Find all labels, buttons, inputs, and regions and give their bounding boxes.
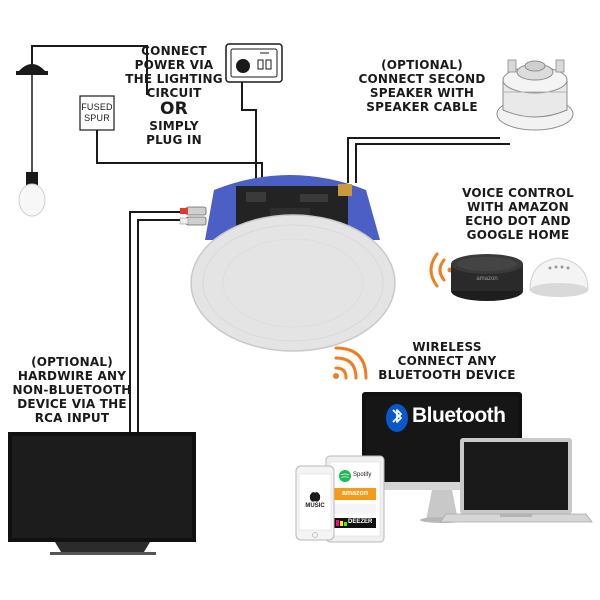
voice-line4: GOOGLE HOME [466,228,570,242]
voice-line1: VOICE CONTROL [462,186,574,200]
phone-music-text: MUSIC [305,503,325,509]
fused-spur-line2: SPUR [84,113,110,123]
echo-dot-icon [451,254,523,301]
wireless-label: WIRELESS CONNECT ANY BLUETOOTH DEVICE [372,340,522,382]
wiring [31,45,510,432]
google-home-icon [529,257,589,297]
rca-wire-1 [129,211,192,432]
bluetooth-wordmark: Bluetooth [412,404,506,427]
voice-line3: ECHO DOT AND [465,214,571,228]
wall-socket-icon [225,43,283,83]
wireless-line2: CONNECT ANY [397,354,497,368]
fused-spur-label: FUSED SPUR [80,102,114,124]
plug-wire [241,78,257,185]
second-speaker-label: (OPTIONAL) CONNECT SECOND SPEAKER WITH S… [352,58,492,114]
fused-spur-line1: FUSED [81,102,113,112]
rca-wire-2 [137,219,192,432]
hardwire-line5: RCA INPUT [34,411,110,425]
second-speaker-line3: SPEAKER WITH [369,86,475,100]
power-label-line5: SIMPLY [149,119,199,133]
second-speaker-line4: SPEAKER CABLE [366,100,478,114]
speaker-cable-2 [355,143,510,183]
power-label-or: OR [160,99,188,119]
hardwire-line3: NON-BLUETOOTH [12,383,132,397]
power-label-line4: CIRCUIT [146,86,202,100]
power-label-line1: CONNECT [141,44,207,58]
ceiling-light-icon [16,64,48,217]
second-speaker-line1: (OPTIONAL) [381,58,463,72]
hardwire-line2: HARDWIRE ANY [17,369,127,383]
tablet-icon [325,455,385,543]
hardwire-label: (OPTIONAL) HARDWIRE ANY NON-BLUETOOTH DE… [10,355,134,425]
fused-spur-box [79,95,115,131]
wireless-line1: WIRELESS [412,340,482,354]
tv-icon [8,432,196,555]
second-speaker-icon [496,59,574,131]
wireless-signal-icon [429,252,453,288]
ceiling-speaker-icon [190,175,396,352]
voice-line2: WITH AMAZON [467,200,569,214]
phone-icon [295,465,335,541]
laptop-icon [439,438,593,523]
hardwire-line4: DEVICE VIA THE [17,397,127,411]
hardwire-line1: (OPTIONAL) [31,355,113,369]
echo-brand-text: amazon [476,276,498,282]
tablet-deezer-text: DEEZER [348,519,373,525]
second-speaker-line2: CONNECT SECOND [358,72,486,86]
bluetooth-signal-icon [333,346,368,380]
rca-plug-icon [179,206,207,226]
power-label-line6: PLUG IN [146,133,202,147]
wireless-line3: BLUETOOTH DEVICE [378,368,516,382]
power-label: CONNECT POWER VIA THE LIGHTING CIRCUIT O… [122,44,226,147]
bluetooth-icon [386,404,408,432]
tablet-spotify-text: Spotify [353,472,372,478]
lighting-wire [31,45,148,95]
speaker-cable-1 [347,137,500,183]
power-label-line2: POWER VIA [134,58,214,72]
tablet-amazon-text: amazon [341,490,369,497]
power-label-line3: THE LIGHTING [125,72,223,86]
voice-control-label: VOICE CONTROL WITH AMAZON ECHO DOT AND G… [448,186,588,242]
spur-wire [96,130,263,185]
